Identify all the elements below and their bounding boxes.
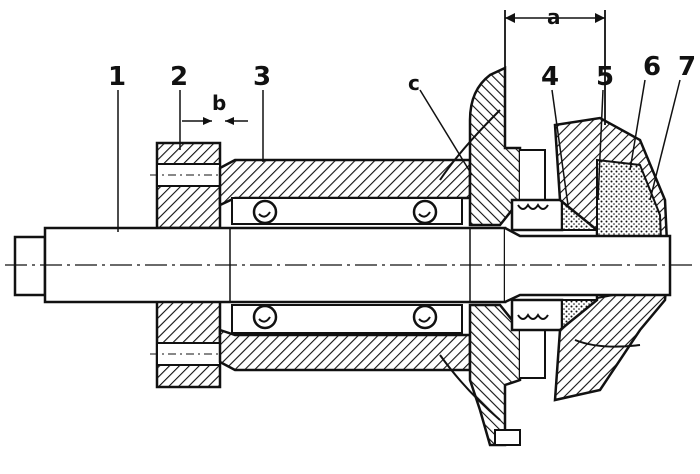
leader-lines (117, 79, 681, 232)
label-a: a (547, 5, 561, 29)
dimension-b (182, 117, 248, 125)
label-c: c (408, 71, 420, 95)
label-b: b (212, 91, 226, 115)
pulley-hub (150, 141, 225, 389)
label-3: 3 (253, 62, 271, 92)
label-1: 1 (108, 62, 126, 92)
label-5: 5 (596, 62, 614, 92)
label-6: 6 (643, 52, 661, 82)
label-2: 2 (170, 62, 188, 92)
label-4: 4 (541, 62, 559, 92)
dimension-a (504, 10, 606, 125)
label-7: 7 (678, 52, 696, 82)
